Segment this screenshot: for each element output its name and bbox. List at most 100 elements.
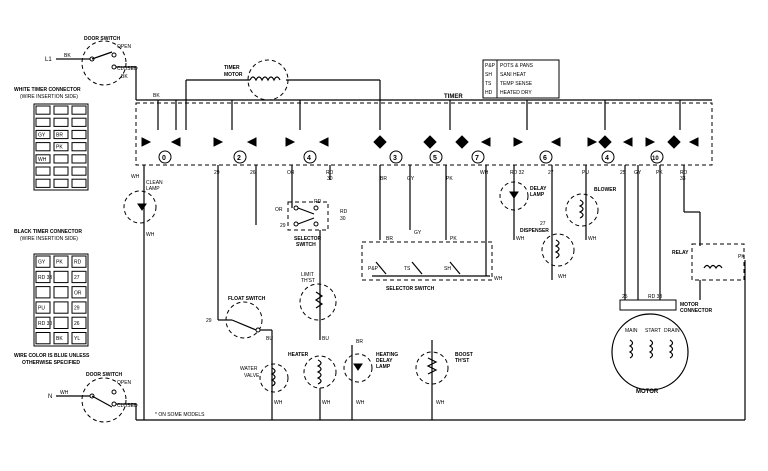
legend-meaning-sh: SANI HEAT <box>500 72 526 78</box>
black-connector-cell-label: PK <box>56 260 63 266</box>
clean-lamp-wh: WH <box>146 232 155 238</box>
open-bottom-label: OPEN <box>117 380 132 386</box>
black-connector-cell <box>53 316 69 330</box>
white-connector-cell <box>53 142 69 152</box>
legend-meaning-hd: HEATED DRY <box>500 90 532 96</box>
float-29: 29 <box>214 170 220 176</box>
white-connector-cell <box>53 129 69 140</box>
black-connector-cell-label: RD <box>74 260 82 266</box>
black-connector-cell-label: 26 <box>74 321 80 327</box>
blower-branch: PU BLOWER WH <box>565 165 617 242</box>
m-gy: GY <box>634 170 642 176</box>
white-connector-cell-label: PK <box>56 145 63 151</box>
cam-6-label: 6 <box>543 155 547 162</box>
disp-27b: 27 <box>540 221 546 227</box>
cam-4a-label: 4 <box>307 155 311 162</box>
cam-6 <box>539 150 553 164</box>
bk-ds-label: BK <box>121 74 128 80</box>
black-connector-cell-label: RD 30 <box>38 321 52 327</box>
cam-4b-label: 4 <box>605 155 609 162</box>
legend-code-pp: P&P <box>485 63 496 69</box>
m-pk: PK <box>656 170 663 176</box>
boost-wh: WH <box>436 400 445 406</box>
cam-4b <box>601 150 615 164</box>
lim-rd: RD <box>326 170 334 176</box>
lim-30: 30 <box>327 176 333 182</box>
black-connector-cell <box>71 301 87 314</box>
delay-lamp-2: LAMP <box>530 192 545 198</box>
blower-pu: PU <box>582 170 589 176</box>
m-rd: RD <box>680 170 688 176</box>
wire-note-2: OTHERWISE SPECIFIED <box>22 360 80 366</box>
float-switch-label: FLOAT SWITCH <box>228 296 266 302</box>
n-label: N <box>48 394 52 400</box>
heating-delay-branch: BR HEATING DELAY LAMP WH BOOST TH'ST WH <box>343 339 473 420</box>
black-connector-cell <box>71 332 87 345</box>
black-connector-cell <box>71 255 87 268</box>
water-valve-label-2: VALVE <box>244 373 260 379</box>
motor-conn-1: MOTOR <box>680 302 699 308</box>
relay-pk: PK <box>738 254 745 260</box>
white-connector-cell <box>71 105 87 115</box>
white-conn-title: WHITE TIMER CONNECTOR <box>14 87 81 93</box>
disp-27: 27 <box>548 170 554 176</box>
black-connector-cell <box>71 316 87 330</box>
white-connector-cell <box>71 142 87 152</box>
white-connector-cell <box>53 154 69 164</box>
sel-or2: OR <box>275 207 283 213</box>
float-29b: 29 <box>206 318 212 324</box>
open-top-label: OPEN <box>117 44 132 50</box>
ss-br2: BR <box>386 236 393 242</box>
wire-note-1: WIRE COLOR IS BLUE UNLESS <box>14 353 90 359</box>
cam-3 <box>389 150 403 164</box>
legend-meaning-pp: POTS & PANS <box>500 63 534 69</box>
mc-rd33: RD 33 <box>648 294 662 300</box>
black-connector-cell-label: BK <box>56 336 63 342</box>
sel-rd2: RD <box>340 209 348 215</box>
black-connector-cell <box>53 301 69 314</box>
bottom-door-switch: DOOR SWITCH OPEN CLOSED N WH * ON SOME M… <box>48 372 745 423</box>
black-connector-cell-label: RD 33 <box>38 275 52 281</box>
cam-2-label: 2 <box>237 155 241 162</box>
black-connector-cell <box>35 270 51 284</box>
valve-wh: WH <box>274 400 283 406</box>
black-connector-cell <box>35 316 51 330</box>
ss-pp: P&P <box>368 266 379 272</box>
motor-label: MOTOR <box>636 389 659 395</box>
white-connector-cell <box>53 117 69 127</box>
motor-drain: DRAIN <box>664 328 680 334</box>
sel-or: OR <box>287 170 295 176</box>
cam-5 <box>429 150 443 164</box>
black-connector-cell <box>71 286 87 299</box>
black-connector-cell <box>53 332 69 345</box>
black-connector-cell <box>35 255 51 268</box>
blower-label: BLOWER <box>594 187 617 193</box>
relay-label: RELAY <box>672 250 689 256</box>
cam-0 <box>158 150 172 164</box>
selector-switch-upper: 26 OR OR 29 RD RD 30 SELECTOR SWITCH <box>250 165 348 248</box>
heater-wh: WH <box>322 400 331 406</box>
some-models-note: * ON SOME MODELS <box>155 412 205 418</box>
timer-motor-label-2: MOTOR <box>224 72 243 78</box>
timer-motor-label-1: TIMER <box>224 65 240 71</box>
dispenser-label: DISPENSER <box>520 228 549 234</box>
clean-lamp: WH CLEAN LAMP WH <box>123 165 163 420</box>
timer-label: TIMER <box>444 94 463 100</box>
selector-switch-lower: BR GY PK BR GY PK P&P TS SH SELECTOR SWI… <box>361 165 503 292</box>
ss-ts: TS <box>404 266 411 272</box>
white-connector-cell <box>53 178 69 188</box>
cam-2 <box>233 150 247 164</box>
door-switch-top-circle <box>81 40 127 86</box>
black-connector-cell-label: YL <box>74 336 80 342</box>
white-connector-cell-label: BR <box>56 133 63 139</box>
top-door-switch: L1 BK DOOR SWITCH OPEN CLOSED BK <box>45 36 138 100</box>
sel-label-2: SWITCH <box>296 242 316 248</box>
cam-3-label: 3 <box>393 155 397 162</box>
white-connector-cell <box>35 117 51 127</box>
black-connector-cell <box>35 332 51 345</box>
legend-meaning-ts: TEMP SENSE <box>500 81 533 87</box>
white-connector-cell <box>35 129 51 140</box>
water-valve-label-1: WATER <box>240 366 258 372</box>
